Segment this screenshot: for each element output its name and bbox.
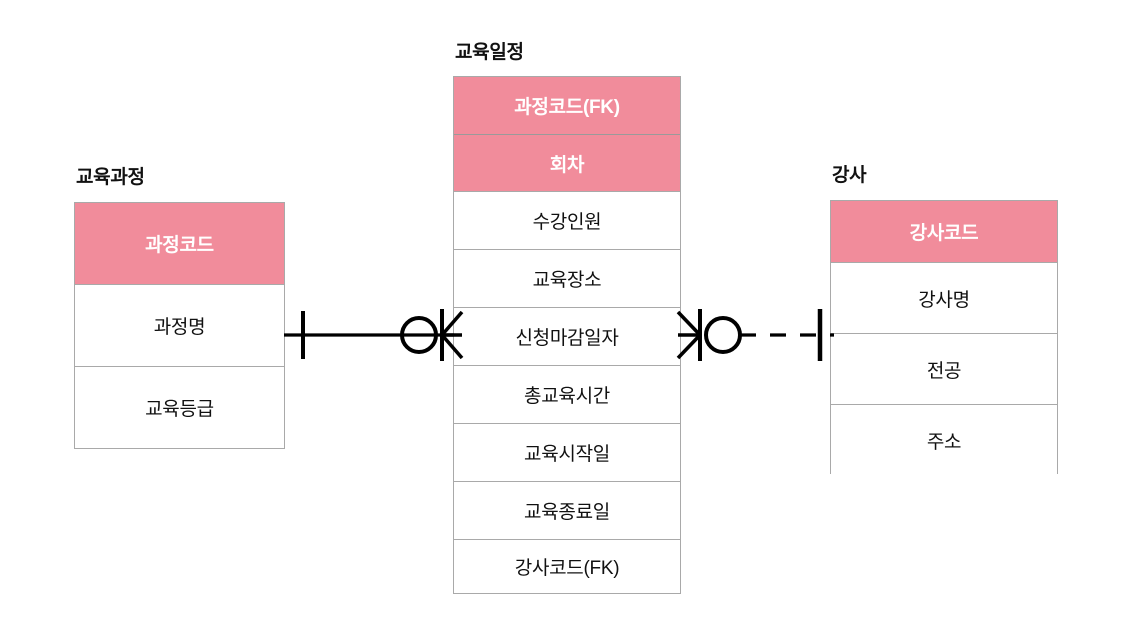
entity-title-schedule: 교육일정	[455, 42, 524, 63]
cardinality-zero-circle	[400, 316, 438, 354]
attribute-row[interactable]: 수강인원	[454, 191, 680, 249]
relationship-course-schedule[interactable]	[284, 300, 464, 370]
attribute-row[interactable]: 주소	[831, 404, 1057, 475]
attribute-row[interactable]: 교육종료일	[454, 481, 680, 539]
attribute-row-pk[interactable]: 과정코드	[75, 203, 284, 284]
cardinality-crows-foot	[440, 310, 464, 360]
attribute-row-pk-fk[interactable]: 과정코드(FK)	[454, 77, 680, 134]
attribute-row[interactable]: 교육시작일	[454, 423, 680, 481]
attribute-row-pk[interactable]: 회차	[454, 134, 680, 191]
entity-table-instructor[interactable]: 강사코드 강사명 전공 주소	[830, 200, 1058, 475]
attribute-row-fk[interactable]: 강사코드(FK)	[454, 539, 680, 593]
attribute-row-pk[interactable]: 강사코드	[831, 201, 1057, 262]
entity-title-course: 교육과정	[76, 167, 145, 188]
entity-table-course[interactable]: 과정코드 과정명 교육등급	[74, 202, 285, 449]
attribute-row[interactable]: 교육등급	[75, 366, 284, 448]
entity-title-instructor: 강사	[832, 165, 867, 186]
attribute-row[interactable]: 과정명	[75, 284, 284, 366]
entity-table-schedule[interactable]: 과정코드(FK) 회차 수강인원 교육장소 신청마감일자 총교육시간 교육시작일…	[453, 76, 681, 594]
attribute-row[interactable]: 신청마감일자	[454, 307, 680, 365]
attribute-row[interactable]: 전공	[831, 333, 1057, 404]
attribute-row[interactable]: 강사명	[831, 262, 1057, 333]
attribute-row[interactable]: 총교육시간	[454, 365, 680, 423]
attribute-row[interactable]: 교육장소	[454, 249, 680, 307]
cardinality-crows-foot	[676, 310, 702, 360]
cardinality-zero-circle	[704, 316, 742, 354]
relationship-schedule-instructor[interactable]	[672, 300, 840, 370]
